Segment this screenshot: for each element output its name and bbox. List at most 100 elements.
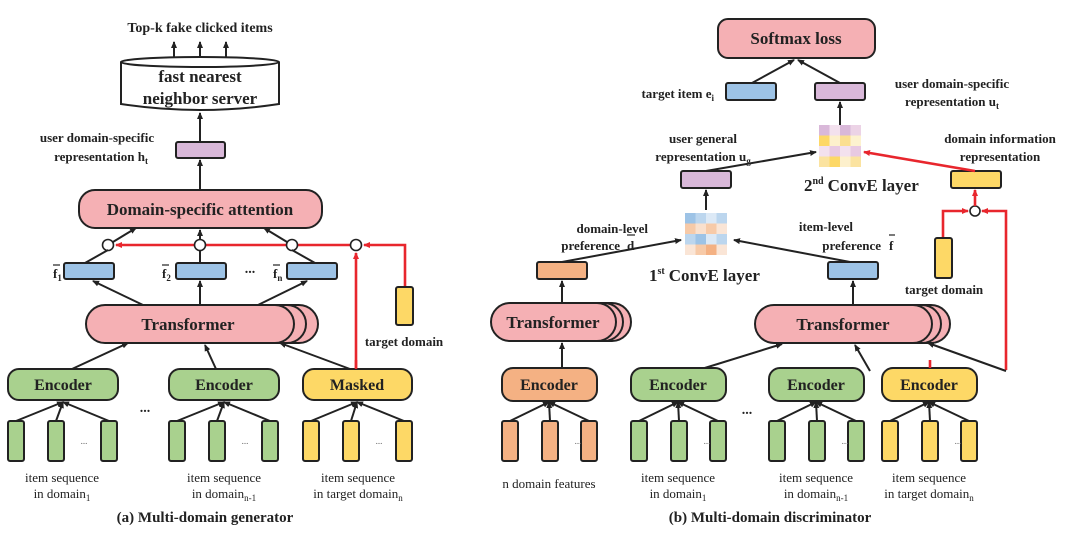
- domain-specific-attention: [78, 189, 323, 229]
- item-to-encoder-arrow: [176, 401, 225, 422]
- feature-f2: [175, 262, 227, 280]
- seq2-line2: in domainn-1: [192, 486, 256, 503]
- heatmap-cell: [819, 146, 830, 157]
- dseq3-line2: in target domainn: [884, 486, 974, 503]
- item-ellipsis: ...: [242, 436, 249, 446]
- heatmap-cell: [840, 146, 851, 157]
- discriminator-caption: (b) Multi-domain discriminator: [669, 510, 872, 526]
- disc-encoder-1: [630, 367, 727, 402]
- domain-info-rep: [950, 170, 1002, 189]
- item-to-encoder-arrow: [55, 401, 64, 422]
- target-domain-label: target domain: [365, 334, 444, 349]
- uds-label-line1: user domain-specific: [895, 76, 1009, 91]
- item-to-encoder-arrow: [356, 401, 405, 422]
- feature-f1: [63, 262, 115, 280]
- encoder-label: Encoder: [34, 377, 92, 394]
- heatmap-cell: [695, 234, 706, 245]
- dlp-label-line1: domain-level: [577, 221, 649, 236]
- item-embedding: [302, 420, 320, 462]
- ug-to-conve2: [705, 150, 817, 172]
- item-embedding: [541, 420, 559, 462]
- dseq2-line1: item sequence: [779, 470, 853, 485]
- dir-label-line1: domain information: [944, 131, 1056, 146]
- softmax-label: Softmax loss: [750, 29, 842, 48]
- feature-ellipsis: ...: [245, 262, 256, 277]
- item-ellipsis: ...: [376, 436, 383, 446]
- domain-level-preference-d: [536, 261, 588, 280]
- heatmap-cell: [716, 223, 727, 234]
- encoder-label: Encoder: [520, 377, 578, 394]
- item-to-encoder-arrow: [815, 401, 857, 422]
- item-level-preference-f: [827, 261, 879, 280]
- item-embedding: [881, 420, 899, 462]
- item-ellipsis: ...: [575, 436, 582, 446]
- tf-to-fn: [257, 280, 308, 306]
- generator-encoder-1: [7, 368, 119, 401]
- user-general-rep-ug: [680, 170, 732, 189]
- dlp-label-line2: preference: [561, 238, 620, 253]
- item-embedding: [168, 420, 186, 462]
- encoder-ellipsis: ...: [742, 403, 753, 418]
- item-embedding: [395, 420, 413, 462]
- heatmap-cell: [829, 135, 840, 146]
- dlp-symbol: d: [627, 238, 635, 253]
- encoder-label: Encoder: [649, 377, 707, 394]
- disc-target-domain-vector: [934, 237, 953, 279]
- item-to-encoder-arrow: [776, 401, 817, 422]
- seq3-line2: in target domainn: [313, 486, 403, 503]
- attention-label: Domain-specific attention: [107, 200, 294, 219]
- target-domain-vector: [395, 286, 414, 326]
- f1-line: [84, 249, 109, 264]
- item-to-encoder-arrow: [928, 401, 970, 422]
- item-to-encoder-arrow: [638, 401, 679, 422]
- item-sequence-group: ...: [630, 401, 727, 462]
- ilp-symbol: f: [889, 238, 894, 253]
- item-ellipsis: ...: [955, 436, 962, 446]
- tf-to-f1: [92, 280, 144, 306]
- generator-encoder-2: [168, 368, 280, 401]
- masked-label: Masked: [330, 377, 384, 394]
- enc1-to-right-tf: [694, 342, 783, 372]
- discriminator-transformer-left: Transformer: [490, 302, 632, 342]
- rep-label-line1: user domain-specific: [40, 130, 154, 145]
- item-embedding: [7, 420, 25, 462]
- item-to-encoder-arrow: [548, 401, 590, 422]
- item-embedding: [261, 420, 279, 462]
- enc3-to-tf: [279, 342, 351, 370]
- ug-label-line2: representation ug: [655, 149, 751, 166]
- dseq1-line1: item sequence: [641, 470, 715, 485]
- conve1-feature-map: [685, 213, 727, 255]
- seq2-line1: item sequence: [187, 470, 261, 485]
- item-embedding: [670, 420, 688, 462]
- generator-transformer: Transformer: [85, 304, 319, 344]
- feature-f1-label: f1: [53, 266, 62, 283]
- heatmap-cell: [850, 125, 861, 136]
- item-embedding: [960, 420, 978, 462]
- encoder-to-circle: [981, 208, 1008, 370]
- heatmap-cell: [685, 234, 696, 245]
- heatmap-cell: [819, 125, 830, 136]
- rep-label-line2: representation ht: [54, 149, 148, 166]
- heatmap-cell: [706, 213, 717, 224]
- domain-features-label: n domain features: [502, 476, 595, 491]
- item-sequence-group: ...: [881, 401, 978, 462]
- nearest-neighbor-server: fast nearest neighbor server: [120, 56, 280, 111]
- heatmap-cell: [829, 125, 840, 136]
- item-ellipsis: ...: [704, 436, 711, 446]
- merge-circle-disc: [969, 205, 981, 217]
- item-embedding: [808, 420, 826, 462]
- seq3-line1: item sequence: [321, 470, 395, 485]
- dseq2-line2: in domainn-1: [784, 486, 848, 503]
- item-embedding: [208, 420, 226, 462]
- heatmap-cell: [829, 156, 840, 167]
- heatmap-cell: [819, 156, 830, 167]
- encoder-label: Encoder: [195, 377, 253, 394]
- item-sequence-group: ...: [501, 401, 598, 462]
- item-to-encoder-arrow: [223, 401, 271, 422]
- enc1-to-tf: [71, 342, 129, 370]
- uds-label-line2: representation ut: [905, 94, 999, 111]
- generator-panel: Top-k fake clicked items fast nearest ne…: [7, 21, 444, 526]
- item-sequence-group: ...: [302, 401, 413, 462]
- disc-target-domain-label: target domain: [905, 282, 984, 297]
